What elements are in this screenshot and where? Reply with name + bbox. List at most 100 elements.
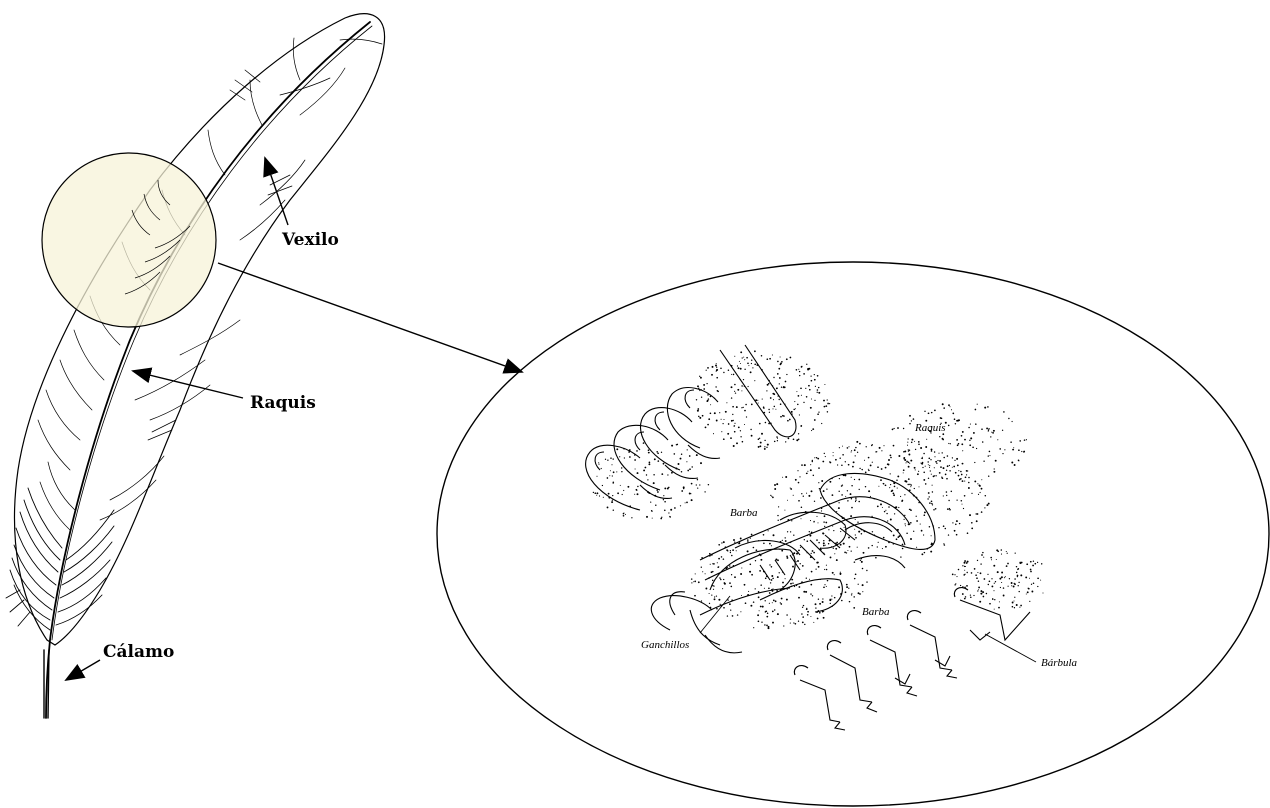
stipple-dot — [691, 499, 693, 501]
stipple-dot — [851, 477, 852, 478]
stipple-dot — [796, 369, 798, 371]
stipple-dot — [721, 542, 722, 543]
stipple-dot — [932, 485, 933, 486]
stipple-dot — [842, 454, 844, 456]
stipple-dot — [763, 543, 765, 545]
stipple-dot — [859, 468, 860, 469]
stipple-dot — [777, 373, 779, 375]
stipple-dot — [749, 571, 751, 573]
stipple-dot — [850, 493, 852, 495]
stipple-dot — [762, 606, 764, 608]
stipple-dot — [939, 436, 940, 437]
stipple-dot — [807, 614, 809, 616]
stipple-dot — [795, 479, 797, 481]
stipple-dot — [903, 428, 904, 429]
stipple-dot — [743, 407, 744, 408]
stipple-dot — [980, 492, 981, 493]
stipple-dot — [621, 471, 622, 472]
stipple-dot — [809, 579, 810, 580]
stipple-dot — [958, 443, 960, 445]
stipple-dot — [978, 494, 979, 495]
stipple-dot — [697, 479, 698, 480]
stipple-dot — [766, 358, 768, 360]
stipple-dot — [763, 406, 765, 408]
stipple-dot — [810, 375, 811, 376]
stipple-dot — [842, 484, 843, 485]
stipple-dot — [689, 468, 691, 470]
stipple-dot — [909, 415, 911, 417]
calamo-arrow — [66, 660, 100, 680]
stipple-dot — [777, 576, 779, 578]
stipple-dot — [806, 578, 807, 579]
stipple-dot — [764, 624, 765, 625]
stipple-dot — [948, 500, 949, 501]
stipple-dot — [664, 501, 666, 503]
stipple-dot — [801, 506, 803, 508]
stipple-dot — [728, 423, 730, 425]
stipple-dot — [1014, 583, 1016, 585]
stipple-dot — [974, 568, 976, 570]
stipple-dot — [841, 600, 843, 602]
stipple-dot — [992, 432, 994, 434]
stipple-dot — [765, 422, 767, 424]
stipple-dot — [839, 478, 840, 479]
stipple-dot — [962, 431, 964, 433]
stipple-dot — [839, 447, 840, 448]
stipple-dot — [940, 466, 942, 468]
stipple-dot — [1006, 551, 1007, 552]
stipple-dot — [765, 578, 767, 580]
stipple-dot — [978, 484, 980, 486]
stipple-dot — [911, 439, 913, 441]
stipple-dot — [880, 503, 882, 505]
stipple-dot — [798, 433, 799, 434]
stipple-dot — [915, 469, 916, 470]
stipple-dot — [731, 397, 732, 398]
stipple-dot — [834, 597, 836, 599]
stipple-dot — [923, 453, 925, 455]
detail-label-barba-top: Barba — [730, 507, 758, 519]
stipple-dot — [981, 479, 982, 480]
stipple-dot — [723, 607, 725, 609]
stipple-dot — [929, 526, 931, 528]
stipple-dot — [862, 568, 864, 570]
stipple-dot — [773, 534, 775, 536]
stipple-dot — [808, 495, 810, 497]
stipple-dot — [740, 363, 741, 364]
stipple-dot — [740, 351, 742, 353]
stipple-dot — [929, 467, 930, 468]
stipple-dot — [859, 489, 860, 490]
stipple-dot — [758, 596, 760, 598]
stipple-dot — [733, 374, 735, 376]
stipple-dot — [676, 444, 678, 446]
stipple-dot — [847, 490, 848, 491]
stipple-dot — [837, 464, 838, 465]
stipple-dot — [697, 410, 699, 412]
stipple-dot — [929, 496, 930, 497]
stipple-dot — [987, 574, 988, 575]
stipple-dot — [1016, 566, 1017, 567]
stipple-dot — [768, 530, 769, 531]
stipple-dot — [833, 530, 834, 531]
stipple-dot — [1031, 591, 1033, 593]
stipple-dot — [826, 488, 827, 489]
stipple-dot — [664, 487, 666, 489]
stipple-dot — [740, 538, 742, 540]
stipple-dot — [716, 369, 717, 370]
stipple-dot — [705, 427, 707, 429]
stipple-dot — [920, 524, 921, 525]
stipple-dot — [930, 551, 932, 553]
stipple-dot — [751, 359, 752, 360]
stipple-dot — [807, 369, 809, 371]
stipple-dot — [810, 584, 812, 586]
stipple-dot — [1032, 565, 1034, 567]
stipple-dot — [707, 424, 709, 426]
stipple-dot — [768, 409, 769, 410]
stipple-dot — [985, 495, 986, 496]
stipple-dot — [797, 470, 798, 471]
stipple-dot — [932, 491, 933, 492]
stipple-dot — [678, 463, 680, 465]
stipple-dot — [1008, 418, 1009, 419]
stipple-dot — [914, 467, 916, 469]
stipple-dot — [954, 460, 955, 461]
stipple-dot — [907, 442, 908, 443]
